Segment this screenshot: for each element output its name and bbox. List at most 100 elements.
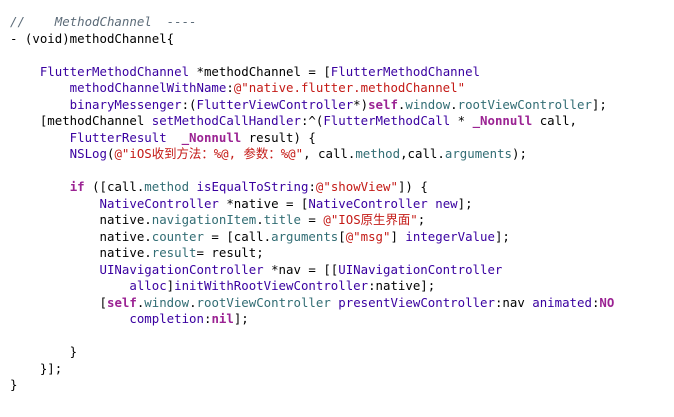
code-token: new: [435, 195, 458, 211]
code-token: .: [189, 294, 197, 310]
code-token: *): [353, 96, 369, 112]
code-token: window: [144, 294, 190, 310]
code-line-22: }: [10, 377, 674, 394]
code-token: result) {: [241, 129, 316, 145]
code-token: _Nonnull: [472, 113, 533, 128]
code-token: .: [397, 96, 406, 112]
code-token: ,call.: [400, 146, 445, 161]
code-token: self: [368, 96, 398, 112]
code-token: *nav = [[: [263, 261, 339, 277]
code-token: :nav: [494, 294, 533, 310]
code-token: ]: [166, 278, 175, 293]
code-token: );: [512, 146, 527, 161]
code-token: arguments: [271, 228, 339, 244]
code-line-14: native.result= result;: [10, 245, 674, 262]
code-line-12: native.navigationItem.title = @"IOS原生界面"…: [10, 212, 674, 229]
code-token: ]) {: [397, 179, 428, 194]
code-token: :native];: [368, 278, 436, 293]
code-token: nil: [211, 311, 234, 326]
code-line-18: completion:nil];: [10, 311, 674, 328]
code-line-4: methodChannelWithName:@"native.flutter.m…: [10, 80, 674, 97]
code-token: rootViewController: [196, 294, 331, 310]
code-token: [methodChannel: [10, 113, 152, 128]
code-token: :: [591, 294, 600, 310]
code-token: @"showView": [315, 179, 398, 194]
code-line-3: FlutterMethodChannel *methodChannel = [F…: [10, 64, 674, 81]
code-token: ];: [457, 195, 473, 211]
code-token: FlutterMethodCall: [323, 113, 451, 128]
code-token: FlutterViewController: [196, 96, 354, 112]
code-token: FlutterMethodChannel: [330, 63, 480, 79]
code-token: ([call.: [84, 179, 145, 194]
code-token: @"IOS原生界面": [323, 212, 418, 227]
code-token: @"msg": [345, 228, 391, 244]
code-token: (: [106, 146, 115, 161]
code-token: completion: [10, 311, 204, 326]
code-token: :: [203, 311, 212, 326]
code-token: navigationItem: [151, 212, 257, 227]
code-token: native.: [10, 245, 152, 260]
code-token: animated: [532, 294, 592, 310]
code-line-1: // MethodChannel ----: [10, 14, 674, 31]
code-token: native.: [10, 228, 152, 244]
code-token: counter: [151, 228, 204, 244]
code-token: call,: [532, 113, 578, 128]
code-token: @"native.flutter.methodChannel": [233, 80, 466, 95]
code-token: window: [405, 96, 451, 112]
code-token: [10, 179, 70, 194]
code-token: native.: [10, 212, 152, 227]
code-token: _Nonnull: [181, 129, 242, 145]
code-token: *: [450, 113, 473, 128]
code-line-16: alloc]initWithRootViewController:native]…: [10, 278, 674, 295]
code-token: *methodChannel = [: [189, 63, 331, 79]
code-token: :^(: [300, 113, 324, 128]
code-token: FlutterMethodChannel: [10, 63, 190, 79]
code-token: :: [226, 80, 234, 95]
code-token: }: [10, 344, 78, 359]
code-token: ];: [591, 96, 607, 112]
code-token: method: [355, 146, 401, 161]
code-token: FlutterResult: [10, 129, 167, 145]
code-line-20: }: [10, 344, 674, 361]
code-token: =: [300, 212, 324, 227]
code-token: initWithRootViewController: [174, 278, 369, 293]
code-token: methodChannelWithName: [10, 80, 227, 95]
code-token: [: [338, 228, 346, 244]
code-token: ]: [390, 228, 406, 244]
code-line-15: UINavigationController *nav = [[UINaviga…: [10, 262, 674, 279]
code-line-blank: [10, 163, 674, 180]
code-token: result: [151, 245, 197, 260]
code-token: *native = [: [218, 195, 309, 211]
code-token: arguments: [444, 146, 512, 161]
code-token: binaryMessenger: [10, 96, 182, 112]
code-token: = [call.: [203, 228, 272, 244]
code-line-blank: [10, 328, 674, 345]
code-line-blank: [10, 47, 674, 64]
code-token: self: [106, 294, 137, 310]
code-line-17: [self.window.rootViewController presentV…: [10, 295, 674, 312]
code-line-21: }];: [10, 361, 674, 378]
code-token: UINavigationController: [338, 261, 503, 277]
code-token: .: [450, 96, 458, 112]
code-token: :: [308, 179, 316, 194]
code-token: title: [263, 212, 301, 227]
code-line-6: [methodChannel setMethodCallHandler:^(Fl…: [10, 113, 674, 130]
code-token: .: [136, 294, 145, 310]
code-token: }: [10, 377, 18, 392]
code-token: isEqualToString: [196, 179, 309, 194]
code-token: .: [256, 212, 264, 227]
code-token: NativeController: [10, 195, 219, 211]
code-token: = result;: [196, 245, 264, 260]
code-token: rootViewController: [457, 96, 592, 112]
code-token: , call.: [303, 146, 356, 161]
code-token: presentViewController: [338, 294, 495, 310]
code-token: [: [10, 294, 107, 310]
code-token: [189, 179, 196, 194]
code-line-11: NativeController *native = [NativeContro…: [10, 196, 674, 213]
comment-text: // MethodChannel ----: [10, 14, 197, 29]
code-token: ];: [233, 311, 249, 326]
code-token: [167, 130, 182, 145]
code-token: setMethodCallHandler: [151, 113, 301, 128]
code-token: integerValue: [405, 228, 495, 244]
